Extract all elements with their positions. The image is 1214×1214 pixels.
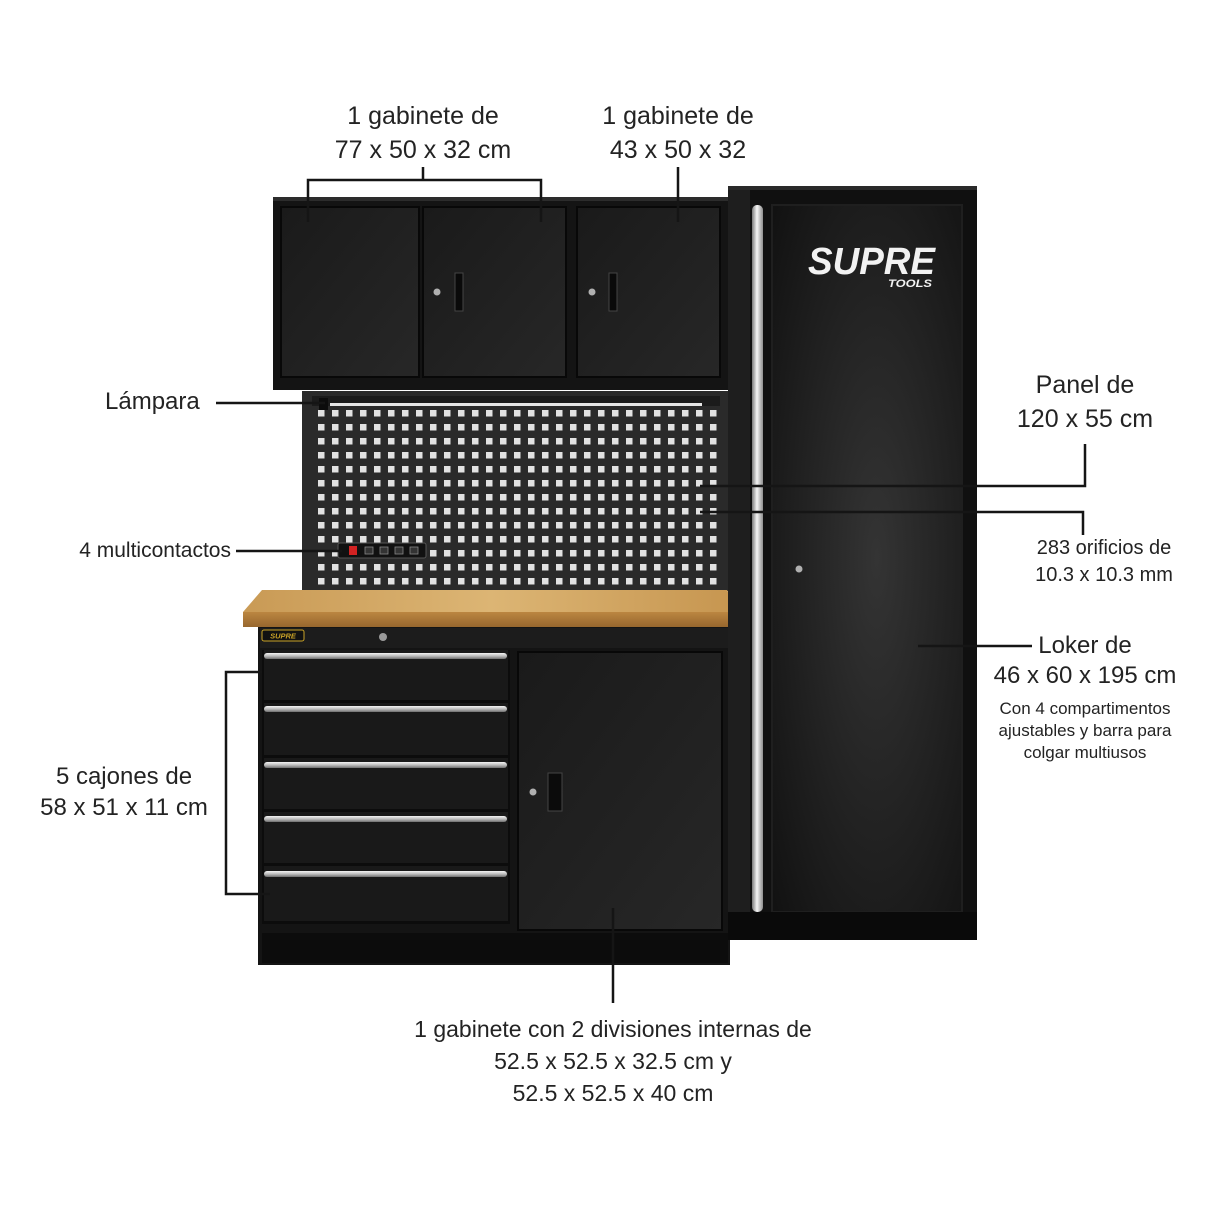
label-locker: Loker de 46 x 60 x 195 cm: [985, 631, 1185, 691]
countertop-front-edge: [243, 612, 740, 627]
upper-left-door-1: [280, 206, 420, 378]
drawer-handle: [264, 871, 507, 877]
upper-cabinets: [273, 197, 728, 390]
power-switch-icon: [349, 546, 357, 555]
outlet-icon: [364, 546, 374, 555]
lock-icon: [529, 788, 537, 796]
label-line: 46 x 60 x 195 cm: [993, 662, 1177, 689]
label-line: 283 orificios de: [1036, 537, 1172, 559]
drawer: [264, 650, 508, 700]
logo-main-text: SUPRE: [808, 241, 937, 283]
outlet-icon: [394, 546, 404, 555]
label-line: Loker de: [1038, 632, 1132, 659]
locker-top-edge: [728, 186, 977, 190]
drawer: [264, 758, 508, 809]
pegboard-panel: [302, 391, 735, 591]
label-line: Panel de: [1035, 371, 1135, 399]
label-lower-cabinet: 1 gabinete con 2 divisiones internas de …: [313, 1013, 913, 1109]
drawer-handle: [264, 653, 507, 659]
label-line: 120 x 55 cm: [1016, 405, 1154, 433]
lower-cabinet: SUPRE: [258, 627, 730, 965]
label-holes: 283 orificios de 10.3 x 10.3 mm: [1004, 535, 1204, 589]
lock-icon: [433, 288, 441, 296]
lock-icon: [379, 633, 387, 641]
callout-upper-cabinet-left: [306, 178, 543, 222]
lower-cabinet-top-strip: [260, 628, 728, 648]
lower-cabinet-plinth: [262, 933, 728, 963]
door-handle: [454, 272, 464, 312]
power-strip: [337, 542, 427, 559]
label-line: 52.5 x 52.5 x 40 cm: [512, 1080, 714, 1106]
locker-base: [728, 912, 977, 940]
outlet-icon: [379, 546, 389, 555]
label-lamp: Lámpara: [105, 388, 200, 415]
label-power-strip: 4 multicontactos: [79, 539, 231, 562]
label-line: 1 gabinete de: [602, 102, 754, 130]
label-drawers: 5 cajones de 58 x 51 x 11 cm: [14, 761, 234, 823]
drawer-handle: [264, 762, 507, 768]
upper-right-door: [576, 206, 721, 378]
badge-logo-text: SUPRE: [270, 632, 297, 641]
callout-lines: [216, 167, 1087, 1003]
label-line: 10.3 x 10.3 mm: [1035, 564, 1173, 586]
upper-left-door-2: [422, 206, 567, 378]
label-line: Con 4 compartimentos: [999, 699, 1171, 718]
locker-door: [771, 204, 963, 913]
label-line: 1 gabinete de: [347, 102, 499, 130]
upper-cabinet-top-edge: [273, 197, 728, 201]
label-line: 52.5 x 52.5 x 32.5 cm y: [494, 1048, 732, 1074]
label-line: 77 x 50 x 32 cm: [334, 136, 512, 164]
logo-sub-text: TOOLS: [888, 278, 933, 290]
countertop-surface: [243, 590, 740, 612]
drawer: [264, 703, 508, 755]
lamp-light-strip: [330, 403, 702, 406]
callout-holes: [700, 510, 1085, 535]
drawer-handle: [264, 816, 507, 822]
lock-icon: [588, 288, 596, 296]
wood-countertop: [243, 590, 740, 627]
label-upper-cabinet-left: 1 gabinete de 77 x 50 x 32 cm: [293, 99, 553, 167]
label-line: 43 x 50 x 32: [609, 136, 747, 164]
drawer: [264, 866, 508, 921]
callout-panel: [700, 444, 1087, 488]
label-panel: Panel de 120 x 55 cm: [985, 368, 1185, 436]
brand-badge: SUPRE: [261, 629, 305, 642]
label-line: 58 x 51 x 11 cm: [40, 794, 208, 821]
locker-handle-bar: [752, 205, 763, 912]
door-handle: [547, 772, 563, 812]
callout-drawers: [224, 670, 270, 896]
label-line: ajustables y barra para: [998, 721, 1172, 740]
door-handle: [608, 272, 618, 312]
drawer: [264, 812, 508, 863]
lamp-housing: [312, 396, 720, 406]
lock-icon: [795, 565, 803, 573]
locker-side-panel: [728, 186, 750, 912]
label-locker-note: Con 4 compartimentos ajustables y barra …: [975, 698, 1195, 764]
label-line: 1 gabinete con 2 divisiones internas de: [414, 1016, 812, 1042]
label-line: colgar multiusos: [1023, 743, 1147, 762]
outlet-icon: [409, 546, 419, 555]
drawer-handle: [264, 706, 507, 712]
label-upper-cabinet-right: 1 gabinete de 43 x 50 x 32: [548, 99, 808, 167]
label-line: 5 cajones de: [55, 763, 193, 790]
supre-tools-logo: SUPRE TOOLS: [808, 241, 937, 290]
pegboard-holes: [316, 408, 720, 588]
locker: SUPRE TOOLS: [728, 186, 977, 940]
